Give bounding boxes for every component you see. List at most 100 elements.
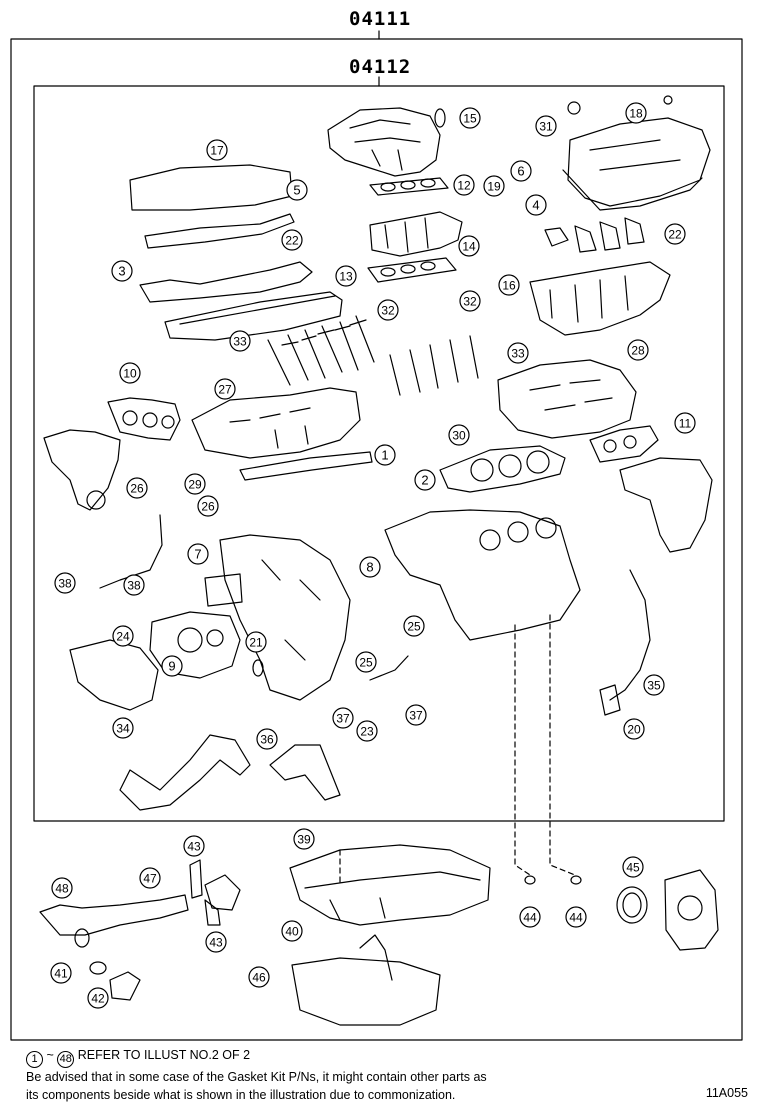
callout-number: 27 <box>218 383 232 397</box>
callout-number: 16 <box>502 279 516 293</box>
advisory-line-2: its components beside what is shown in t… <box>26 1088 456 1102</box>
callout-1: 1 <box>374 444 396 466</box>
callout-number: 15 <box>463 112 477 126</box>
callout-25: 25 <box>403 615 425 637</box>
callout-43-alt: 43 <box>205 931 227 953</box>
callout-circle <box>112 717 134 739</box>
callout-number: 23 <box>360 725 374 739</box>
callout-4: 4 <box>525 194 547 216</box>
callout-number: 19 <box>487 180 501 194</box>
callout-number: 5 <box>293 183 300 198</box>
callout-30: 30 <box>448 424 470 446</box>
callout-26: 26 <box>126 477 148 499</box>
callout-11: 11 <box>674 412 696 434</box>
callout-number: 25 <box>407 620 421 634</box>
part-outlines <box>39 95 719 1026</box>
callout-14: 14 <box>458 235 480 257</box>
callout-41: 41 <box>50 962 72 984</box>
kit-number-inner: 04112 <box>349 56 412 78</box>
callout-circle <box>87 987 109 1009</box>
callout-circle <box>281 229 303 251</box>
callout-circle <box>664 223 686 245</box>
callout-number: 47 <box>143 872 157 886</box>
callout-circle <box>332 707 354 729</box>
callout-22-alt: 22 <box>664 223 686 245</box>
callout-circle <box>126 477 148 499</box>
callout-37-alt: 37 <box>405 704 427 726</box>
callout-circle <box>184 473 206 495</box>
callout-25-alt: 25 <box>355 651 377 673</box>
callout-number: 44 <box>523 911 537 925</box>
callout-number: 43 <box>187 840 201 854</box>
callout-7: 7 <box>187 543 209 565</box>
callout-number: 42 <box>91 992 105 1006</box>
callout-circle <box>281 920 303 942</box>
callout-number: 7 <box>194 547 201 562</box>
callout-circle <box>139 867 161 889</box>
callout-number: 2 <box>421 473 428 488</box>
callout-circle <box>355 651 377 673</box>
callout-circle <box>214 378 236 400</box>
callout-number: 38 <box>58 577 72 591</box>
callout-circle <box>674 412 696 434</box>
callout-number: 1 <box>381 448 388 463</box>
callout-16: 16 <box>498 274 520 296</box>
callout-19: 19 <box>483 175 505 197</box>
figure-id: 11A055 <box>705 1086 748 1100</box>
callout-5: 5 <box>286 179 308 201</box>
callout-number: 22 <box>668 228 682 242</box>
callout-circle <box>206 139 228 161</box>
callout-number: 46 <box>252 971 266 985</box>
callout-number: 34 <box>116 722 130 736</box>
callout-35: 35 <box>643 674 665 696</box>
callout-circle <box>293 828 315 850</box>
callout-44-alt: 44 <box>565 906 587 928</box>
callout-number: 41 <box>54 967 68 981</box>
callout-number: 22 <box>285 234 299 248</box>
callout-2: 2 <box>414 469 436 491</box>
callout-number: 43 <box>209 936 223 950</box>
callout-39: 39 <box>293 828 315 850</box>
callout-20: 20 <box>623 718 645 740</box>
callout-circle <box>483 175 505 197</box>
callout-number: 48 <box>55 882 69 896</box>
callout-circle <box>286 179 308 201</box>
callout-9: 9 <box>161 655 183 677</box>
callout-number: 24 <box>116 630 130 644</box>
callout-circle <box>458 235 480 257</box>
callout-circle <box>335 265 357 287</box>
callout-28: 28 <box>627 339 649 361</box>
range-tilde: ~ <box>46 1048 54 1062</box>
callout-12: 12 <box>453 174 475 196</box>
callout-36: 36 <box>256 728 278 750</box>
callout-circle <box>112 625 134 647</box>
callout-circle <box>535 115 557 137</box>
callout-number: 20 <box>627 723 641 737</box>
callout-number: 14 <box>462 240 476 254</box>
kit-frames <box>10 30 743 1041</box>
callout-number: 9 <box>168 659 175 674</box>
range-end-marker: 48 <box>57 1051 75 1068</box>
callout-number: 17 <box>210 144 224 158</box>
callout-circle <box>453 174 475 196</box>
callout-number: 3 <box>118 264 125 279</box>
callout-6: 6 <box>510 160 532 182</box>
callout-8: 8 <box>359 556 381 578</box>
callout-circle <box>459 290 481 312</box>
callout-circle <box>187 543 209 565</box>
callout-circle <box>459 107 481 129</box>
callout-circle <box>359 556 381 578</box>
callout-circle <box>183 835 205 857</box>
callout-circle <box>205 931 227 953</box>
callout-circle <box>248 966 270 988</box>
callout-layer: 1234567891011121314151617181920212223242… <box>50 102 696 1009</box>
callout-circle <box>119 362 141 384</box>
callout-number: 31 <box>539 120 553 134</box>
callout-circle <box>229 330 251 352</box>
callout-number: 26 <box>130 482 144 496</box>
callout-37: 37 <box>332 707 354 729</box>
callout-circle <box>623 718 645 740</box>
callout-circle <box>498 274 520 296</box>
callout-number: 26 <box>201 500 215 514</box>
